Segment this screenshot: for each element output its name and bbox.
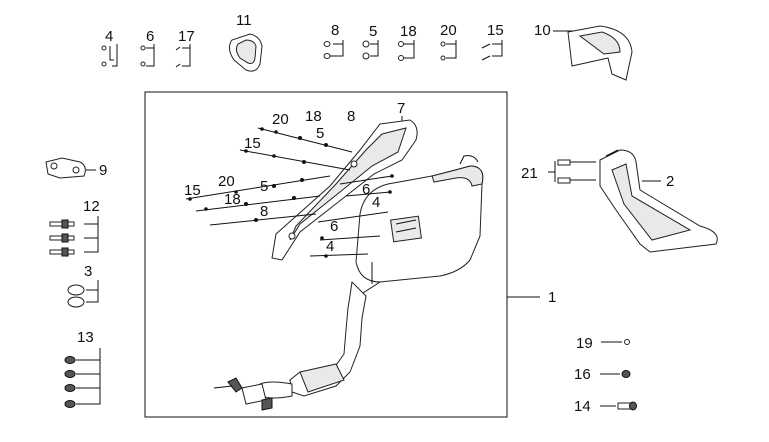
callout-13: 13 — [77, 329, 94, 346]
part-10-cover: 10 — [534, 22, 633, 81]
muffler-hardware-callouts: 6 4 6 4 — [309, 174, 394, 258]
hardware-row-lower: 20 5 18 8 15 — [184, 173, 331, 226]
callout-10: 10 — [534, 22, 551, 39]
part-group-5-top: 5 — [362, 23, 379, 60]
exhaust-pipe — [213, 280, 367, 411]
part-1-muffler — [351, 155, 484, 301]
callout-2: 2 — [666, 173, 674, 190]
callout-16: 16 — [574, 366, 591, 383]
callout-4-a: 4 — [372, 194, 380, 211]
callout-5-top: 5 — [369, 23, 377, 40]
callout-18-a: 18 — [305, 108, 322, 125]
callout-11: 11 — [236, 12, 252, 29]
callout-1: 1 — [548, 289, 556, 306]
callout-7: 7 — [397, 100, 405, 117]
callout-6-b: 6 — [330, 218, 338, 235]
hardware-row-upper: 20 18 5 8 15 — [239, 108, 355, 171]
part-13-nuts: 13 — [64, 329, 101, 408]
part-12-sensors: 12 — [49, 198, 100, 257]
callout-20-a: 20 — [272, 111, 289, 128]
part-14: 14 — [574, 398, 637, 415]
part-2-hanger-bracket: 2 — [599, 149, 718, 253]
callout-8-top: 8 — [331, 22, 339, 39]
callout-18-b: 18 — [224, 191, 241, 208]
callout-15-a: 15 — [244, 135, 261, 152]
callout-5-a: 5 — [316, 125, 324, 142]
callout-12: 12 — [83, 198, 100, 215]
part-3-gaskets: 3 — [67, 263, 99, 308]
callout-6-a: 6 — [362, 181, 370, 198]
part-group-20-top: 20 — [440, 22, 457, 61]
assembly-frame — [144, 91, 508, 418]
part-group-18-top: 18 — [398, 23, 417, 61]
callout-14: 14 — [574, 398, 591, 415]
callout-21: 21 — [521, 165, 538, 182]
callout-19: 19 — [576, 335, 593, 352]
part-21-bolts: 21 — [521, 159, 596, 184]
callout-17: 17 — [178, 28, 195, 45]
callout-20-top: 20 — [440, 22, 457, 39]
part-group-8-top: 8 — [323, 22, 344, 59]
callout-6-top: 6 — [146, 28, 154, 45]
part-group-4: 4 — [101, 28, 118, 67]
part-9-bracket: 9 — [45, 157, 107, 179]
callout-3: 3 — [84, 263, 92, 280]
callout-20-b: 20 — [218, 173, 235, 190]
part-group-15-top: 15 — [481, 22, 504, 61]
callout-4-b: 4 — [326, 238, 334, 255]
part-7-heat-shield: 7 — [271, 100, 418, 261]
callout-15-b: 15 — [184, 182, 201, 199]
part-group-6: 6 — [140, 28, 155, 67]
callout-8-a: 8 — [347, 108, 355, 125]
part-11-gasket: 11 — [228, 12, 263, 72]
callout-8-b: 8 — [260, 203, 268, 220]
part-16: 16 — [574, 366, 631, 383]
callout-4-top: 4 — [105, 28, 113, 45]
part-19: 19 — [576, 335, 630, 352]
callout-15-top: 15 — [487, 22, 504, 39]
callout-9: 9 — [99, 162, 107, 179]
callout-18-top: 18 — [400, 23, 417, 40]
part-group-17: 17 — [175, 28, 195, 68]
